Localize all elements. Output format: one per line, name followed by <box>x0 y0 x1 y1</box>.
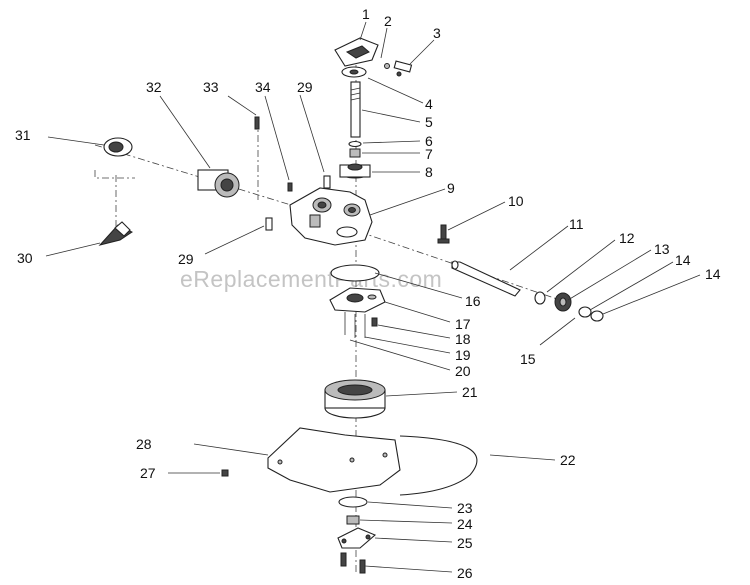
callout-24: 24 <box>457 516 473 532</box>
watermark-text: eReplacementParts.com <box>180 266 442 292</box>
part-seal-22 <box>399 435 478 496</box>
callout-32: 32 <box>146 79 162 95</box>
part-bolts-26 <box>340 552 366 574</box>
part-drum-32 <box>197 169 240 198</box>
part-wedge-30 <box>98 221 133 246</box>
callout-12: 12 <box>619 230 635 246</box>
callout-10: 10 <box>508 193 524 209</box>
part-o-ring-23 <box>338 496 368 508</box>
callout-17: 17 <box>455 316 471 332</box>
callout-28: 28 <box>136 436 152 452</box>
part-cap-plate <box>334 37 390 69</box>
part-output-shaft <box>451 260 521 297</box>
callout-16: 16 <box>465 293 481 309</box>
part-washers-14 <box>578 306 604 322</box>
callout-20: 20 <box>455 363 471 379</box>
part-ring-12 <box>534 291 546 305</box>
assembly-axes <box>94 40 561 575</box>
part-pin-29b <box>265 217 273 231</box>
part-bearing-31 <box>103 137 133 157</box>
part-bolt-10 <box>437 224 450 244</box>
callout-labels: 1 2 3 4 5 6 7 8 9 10 11 12 13 14 14 15 1… <box>15 6 721 581</box>
part-bearing-21 <box>324 379 386 419</box>
part-base-plate-28 <box>267 427 401 493</box>
leader-lines <box>45 21 701 573</box>
callout-29a: 29 <box>297 79 313 95</box>
callout-6: 6 <box>425 133 433 149</box>
part-pin-29a <box>323 175 331 189</box>
callout-18: 18 <box>455 331 471 347</box>
callout-9: 9 <box>447 180 455 196</box>
part-ring-6-7 <box>348 140 362 158</box>
callout-31: 31 <box>15 127 31 143</box>
callout-13: 13 <box>654 241 670 257</box>
part-valve-plate-17 <box>329 287 386 313</box>
part-drive-pin <box>393 60 413 77</box>
part-housing <box>289 187 373 246</box>
callout-27: 27 <box>140 465 156 481</box>
part-pins-18-20 <box>344 312 378 338</box>
callout-22: 22 <box>560 452 576 468</box>
callout-8: 8 <box>425 164 433 180</box>
callout-33: 33 <box>203 79 219 95</box>
callout-3: 3 <box>433 25 441 41</box>
callout-23: 23 <box>457 500 473 516</box>
part-pin-33 <box>254 116 260 130</box>
part-gear-8 <box>339 163 371 179</box>
callout-11: 11 <box>569 216 584 232</box>
callout-2: 2 <box>384 13 392 29</box>
callout-14a: 14 <box>675 252 691 268</box>
callout-15: 15 <box>520 351 536 367</box>
callout-29b: 29 <box>178 251 194 267</box>
callout-21: 21 <box>462 384 478 400</box>
callout-5: 5 <box>425 114 433 130</box>
callout-7: 7 <box>425 146 433 162</box>
part-o-ring-16 <box>330 264 380 282</box>
part-input-shaft <box>350 81 361 138</box>
callout-26: 26 <box>457 565 473 581</box>
part-pin-34 <box>287 182 293 192</box>
callout-4: 4 <box>425 96 433 112</box>
callout-19: 19 <box>455 347 471 363</box>
callout-25: 25 <box>457 535 473 551</box>
callout-1: 1 <box>362 6 370 22</box>
part-washer-24 <box>346 515 360 525</box>
callout-34: 34 <box>255 79 271 95</box>
part-cover-25 <box>337 527 377 549</box>
callout-30: 30 <box>17 250 33 266</box>
part-screw-27 <box>221 469 229 477</box>
part-washer-top <box>341 66 367 78</box>
part-gear-13 <box>554 292 572 312</box>
callout-14b: 14 <box>705 266 721 282</box>
